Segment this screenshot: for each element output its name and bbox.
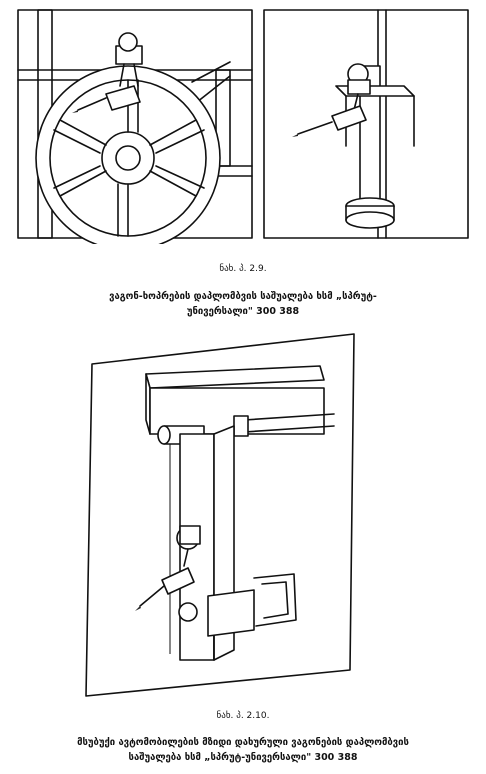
seal-device <box>72 32 143 113</box>
figure2-number: ნახ. პ. 2.10. <box>216 711 270 721</box>
figure1-number: ნახ. პ. 2.9. <box>219 264 267 274</box>
figure1-left-drawing <box>16 6 256 244</box>
wheel-outer <box>35 65 221 244</box>
figure1-right-drawing <box>262 6 470 244</box>
figure1-caption-line1: ვაგონ-ხოპრების დაპლომბვის საშუალება ხსმ … <box>109 291 377 302</box>
figure2-drawing <box>84 330 374 702</box>
figure2-caption-line1: მსუბუქი ავტომობილების მზიდი დახურული ვაგ… <box>77 737 409 748</box>
figure2-caption-line2: საშუალება ხსმ „სპრუტ-უნივერსალი" 300 388 <box>128 752 358 763</box>
figure1-caption-line2: უნივერსალი" 300 388 <box>186 306 300 317</box>
